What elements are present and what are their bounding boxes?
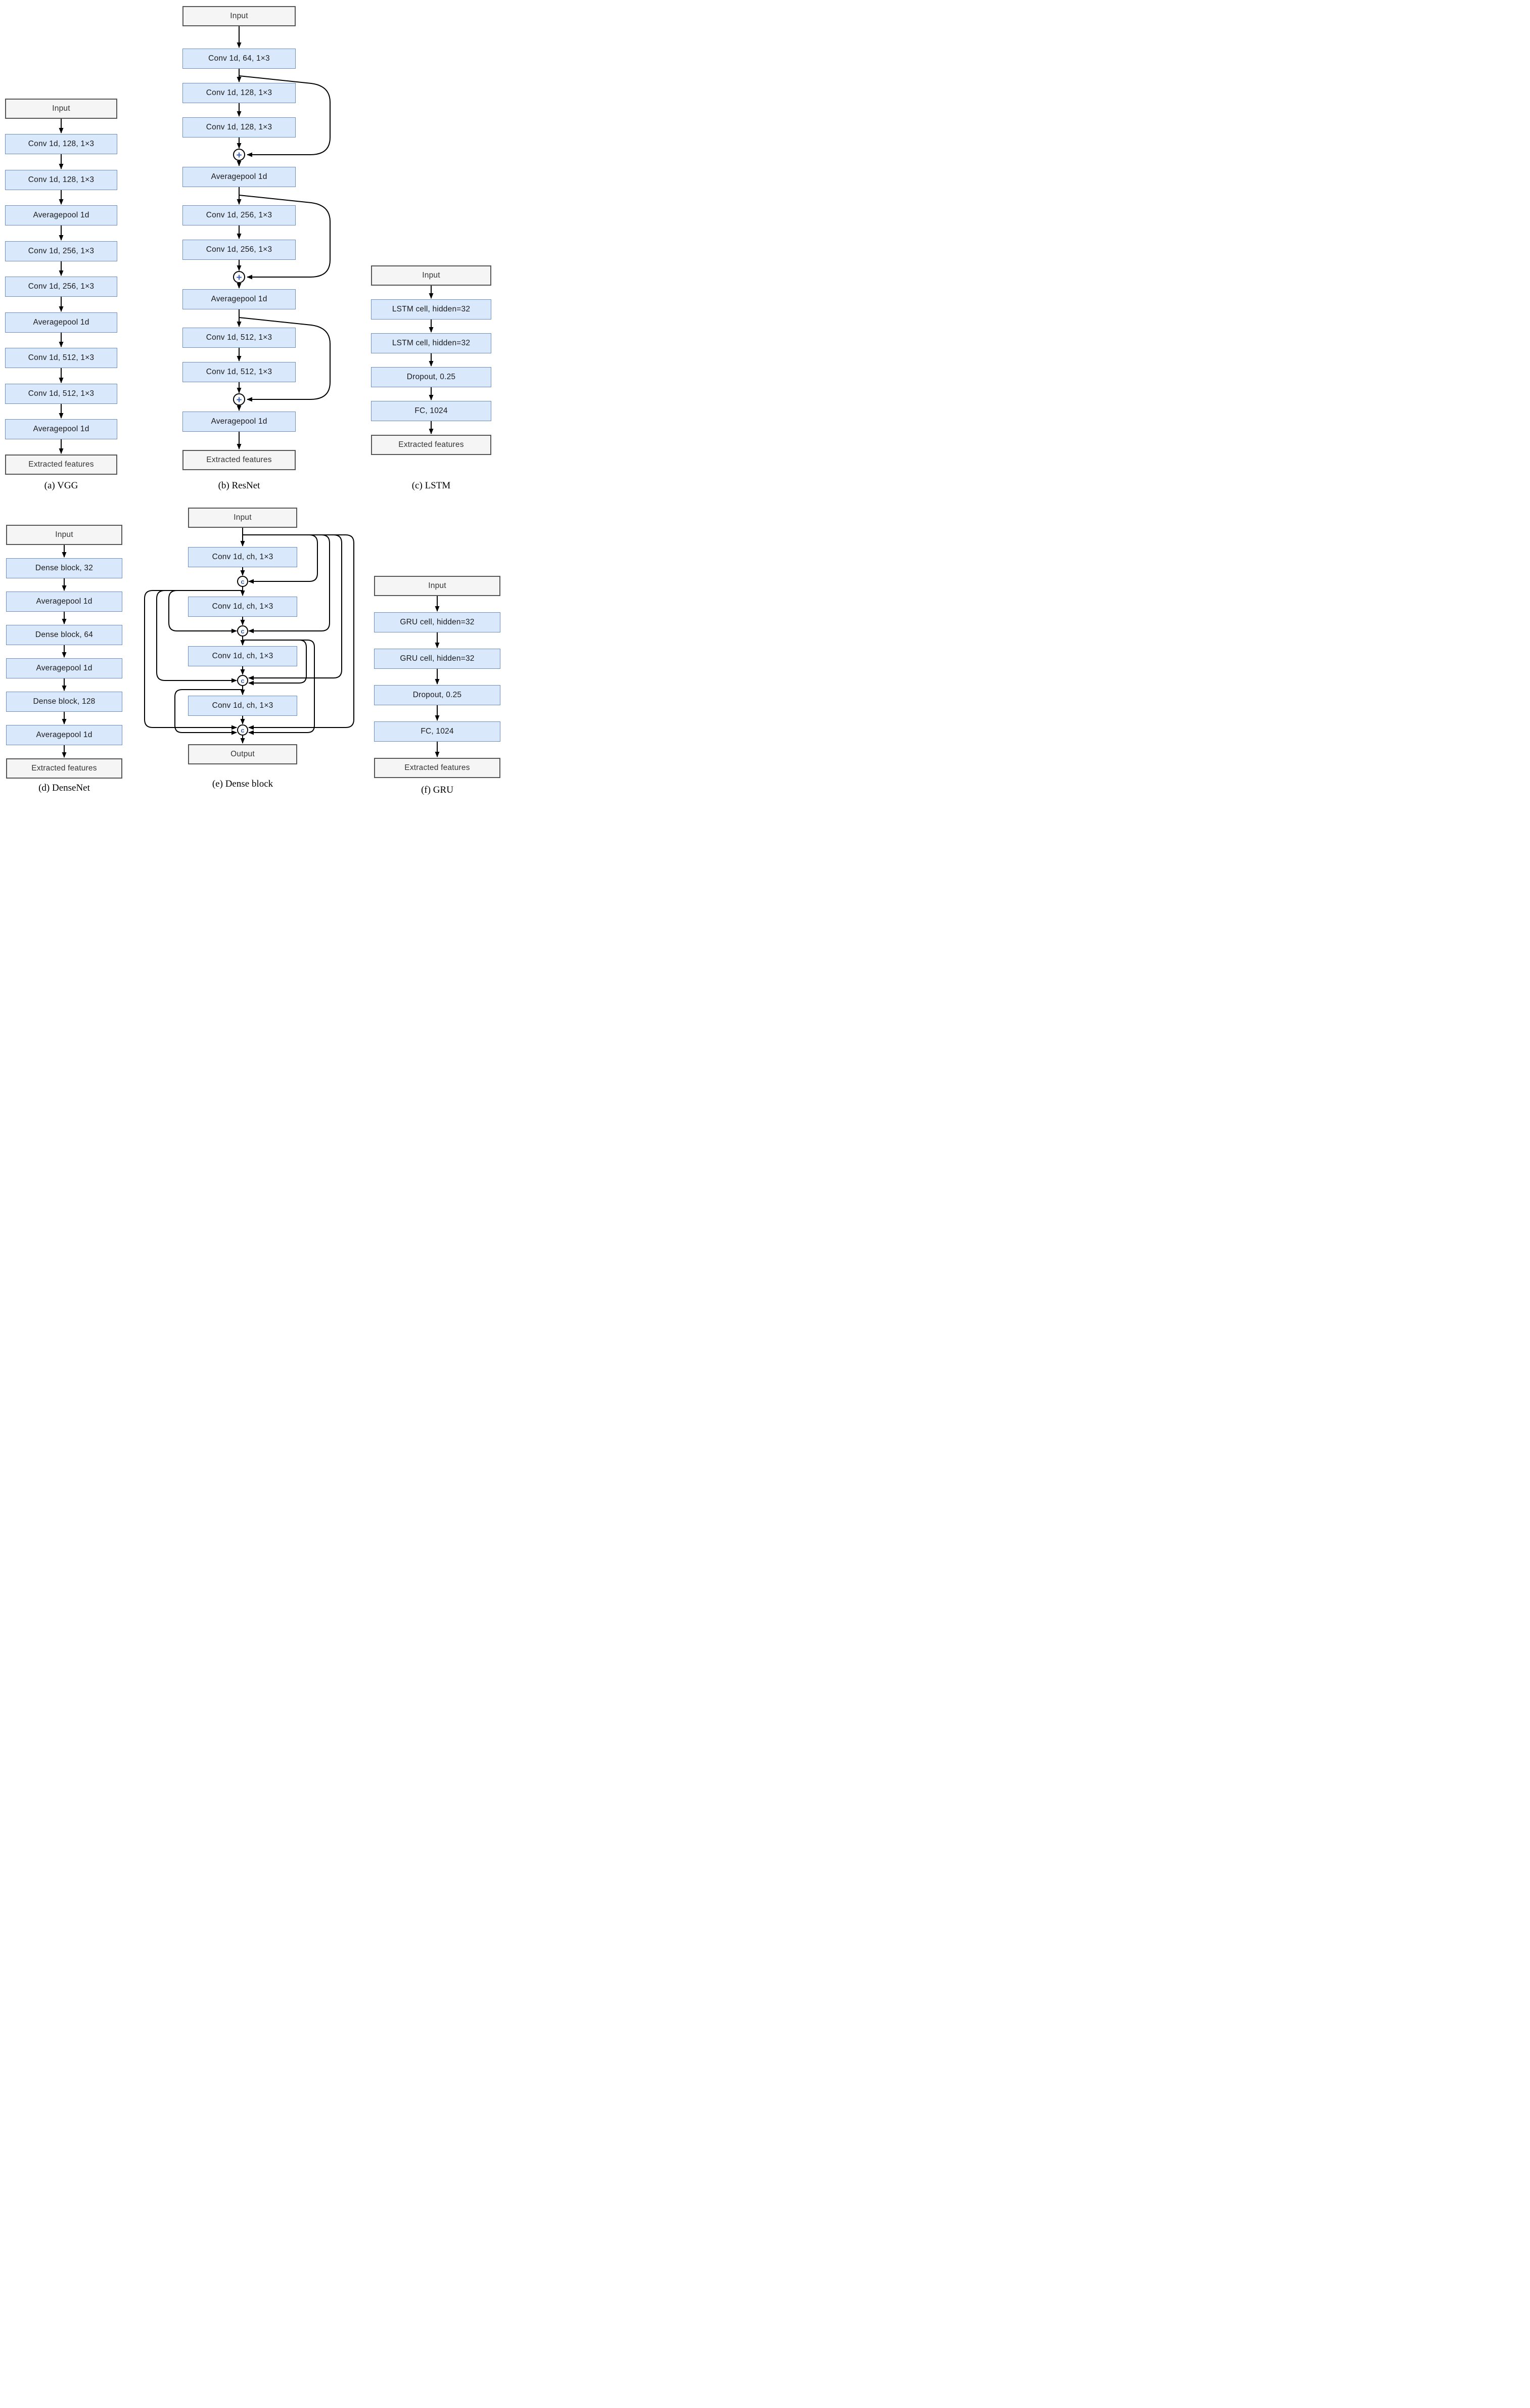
connector-layer: + + + bbox=[59, 26, 440, 758]
concat-curve bbox=[174, 689, 243, 735]
lstm-input-box: Input bbox=[371, 265, 491, 286]
resnet-conv-box: Conv 1d, 64, 1×3 bbox=[182, 49, 296, 69]
resnet-conv-box: Conv 1d, 128, 1×3 bbox=[182, 117, 296, 138]
add-symbol: + bbox=[236, 395, 242, 405]
resnet-conv-box: Conv 1d, 256, 1×3 bbox=[182, 205, 296, 225]
resnet-pool-box: Averagepool 1d bbox=[182, 289, 296, 309]
vgg-conv-box: Conv 1d, 128, 1×3 bbox=[5, 170, 117, 190]
caption-resnet: (b) ResNet bbox=[218, 480, 260, 491]
denseblock-conv-box: Conv 1d, ch, 1×3 bbox=[188, 646, 297, 666]
resnet-pool-box: Averagepool 1d bbox=[182, 167, 296, 187]
caption-lstm: (c) LSTM bbox=[411, 480, 451, 491]
resnet-output-box: Extracted features bbox=[182, 450, 296, 470]
vgg-conv-box: Conv 1d, 512, 1×3 bbox=[5, 384, 117, 404]
skip-curve bbox=[239, 75, 331, 157]
denseblock-concat-nodes: c c c c bbox=[237, 576, 248, 736]
caption-denseblock: (e) Dense block bbox=[212, 779, 273, 789]
vgg-output-box: Extracted features bbox=[5, 455, 117, 475]
gru-output-box: Extracted features bbox=[374, 758, 500, 778]
resnet-conv-box: Conv 1d, 512, 1×3 bbox=[182, 362, 296, 382]
resnet-input-box: Input bbox=[182, 6, 296, 26]
densenet-pool-box: Averagepool 1d bbox=[6, 725, 122, 745]
vgg-pool-box: Averagepool 1d bbox=[5, 419, 117, 439]
skip-curve bbox=[239, 317, 331, 402]
gru-fc-box: FC, 1024 bbox=[374, 721, 500, 742]
vgg-conv-box: Conv 1d, 256, 1×3 bbox=[5, 277, 117, 297]
densenet-denseblock-box: Dense block, 32 bbox=[6, 558, 122, 578]
concat-node bbox=[237, 724, 248, 736]
densenet-denseblock-box: Dense block, 64 bbox=[6, 625, 122, 645]
lstm-fc-box: FC, 1024 bbox=[371, 401, 491, 421]
resnet-conv-box: Conv 1d, 128, 1×3 bbox=[182, 83, 296, 103]
gru-dropout-box: Dropout, 0.25 bbox=[374, 685, 500, 705]
denseblock-conv-box: Conv 1d, ch, 1×3 bbox=[188, 547, 297, 567]
vgg-pool-box: Averagepool 1d bbox=[5, 312, 117, 333]
architecture-figure: + + + bbox=[0, 0, 510, 803]
concat-curve bbox=[243, 534, 354, 730]
densenet-output-box: Extracted features bbox=[6, 758, 122, 779]
caption-densenet: (d) DenseNet bbox=[38, 783, 90, 793]
vgg-conv-box: Conv 1d, 256, 1×3 bbox=[5, 241, 117, 261]
add-node bbox=[233, 149, 245, 161]
concat-symbol: c bbox=[241, 677, 244, 685]
vgg-input-box: Input bbox=[5, 99, 117, 119]
resnet-pool-box: Averagepool 1d bbox=[182, 412, 296, 432]
lstm-output-box: Extracted features bbox=[371, 435, 491, 455]
denseblock-conv-box: Conv 1d, ch, 1×3 bbox=[188, 696, 297, 716]
caption-vgg: (a) VGG bbox=[44, 480, 78, 491]
densenet-pool-box: Averagepool 1d bbox=[6, 658, 122, 678]
vgg-conv-box: Conv 1d, 128, 1×3 bbox=[5, 134, 117, 154]
concat-symbol: c bbox=[241, 578, 244, 585]
lstm-cell-box: LSTM cell, hidden=32 bbox=[371, 333, 491, 353]
denseblock-output-box: Output bbox=[188, 744, 297, 764]
denseblock-skips-c2 bbox=[243, 640, 315, 735]
denseblock-skips-c3 bbox=[174, 689, 243, 735]
concat-curve bbox=[243, 640, 315, 735]
vgg-conv-box: Conv 1d, 512, 1×3 bbox=[5, 348, 117, 368]
resnet-skip-connections: + + + bbox=[233, 75, 331, 405]
denseblock-input-box: Input bbox=[188, 508, 297, 528]
lstm-cell-box: LSTM cell, hidden=32 bbox=[371, 299, 491, 320]
add-symbol: + bbox=[236, 150, 242, 161]
add-node bbox=[233, 271, 245, 283]
vgg-pool-box: Averagepool 1d bbox=[5, 205, 117, 225]
densenet-pool-box: Averagepool 1d bbox=[6, 592, 122, 612]
concat-curve bbox=[144, 590, 243, 730]
densenet-input-box: Input bbox=[6, 525, 122, 545]
resnet-conv-box: Conv 1d, 512, 1×3 bbox=[182, 328, 296, 348]
denseblock-conv-box: Conv 1d, ch, 1×3 bbox=[188, 597, 297, 617]
denseblock-skips-input bbox=[243, 534, 354, 730]
resnet-conv-box: Conv 1d, 256, 1×3 bbox=[182, 240, 296, 260]
denseblock-skips-c1 bbox=[144, 590, 243, 730]
caption-gru: (f) GRU bbox=[421, 785, 453, 795]
gru-cell-box: GRU cell, hidden=32 bbox=[374, 612, 500, 632]
concat-symbol: c bbox=[241, 726, 244, 734]
add-node bbox=[233, 393, 245, 405]
densenet-denseblock-box: Dense block, 128 bbox=[6, 692, 122, 712]
gru-cell-box: GRU cell, hidden=32 bbox=[374, 649, 500, 669]
gru-input-box: Input bbox=[374, 576, 500, 596]
concat-node bbox=[237, 576, 248, 587]
lstm-dropout-box: Dropout, 0.25 bbox=[371, 367, 491, 387]
concat-node bbox=[237, 625, 248, 637]
skip-curve bbox=[239, 195, 331, 280]
concat-symbol: c bbox=[241, 627, 244, 635]
add-symbol: + bbox=[236, 272, 242, 283]
concat-node bbox=[237, 675, 248, 686]
